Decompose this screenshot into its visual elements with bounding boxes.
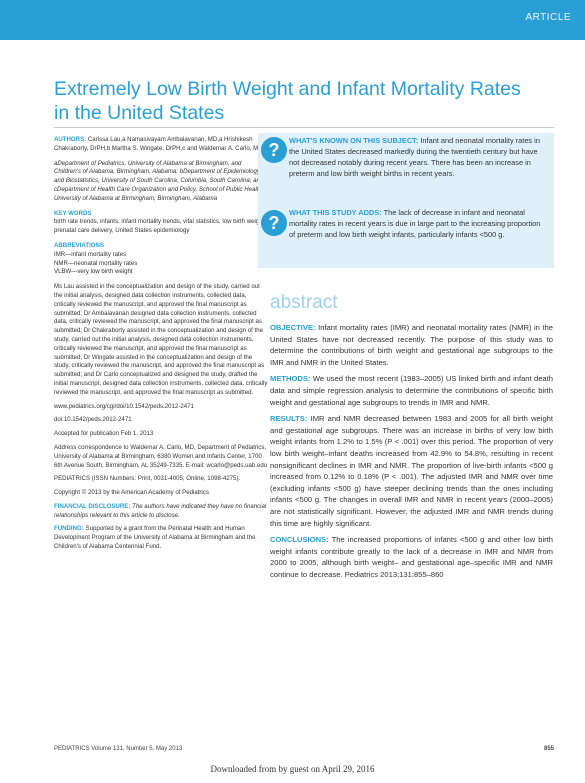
copyright: Copyright © 2013 by the American Academy… (54, 489, 209, 497)
journal-footer: PEDIATRICS Volume 131, Number 5, May 201… (54, 746, 183, 752)
results-text: IMR and NMR decreased between 1983 and 2… (270, 414, 553, 528)
whats-known-label: WHAT'S KNOWN ON THIS SUBJECT: (289, 136, 419, 145)
study-adds: WHAT THIS STUDY ADDS: The lack of decrea… (289, 207, 544, 240)
disclosure-label: FINANCIAL DISCLOSURE: (54, 502, 131, 510)
abbreviations-label: ABBREVIATIONS (54, 241, 104, 249)
abstract-heading: abstract (270, 292, 338, 313)
abbreviations-block: ABBREVIATIONS IMR—infant mortality rates… (54, 242, 269, 277)
financial-disclosure: FINANCIAL DISCLOSURE: The authors have i… (54, 503, 269, 521)
objective-text: Infant mortality rates (IMR) and neonata… (270, 323, 553, 367)
title-divider (54, 127, 554, 128)
abstract-objective: OBJECTIVE: Infant mortality rates (IMR) … (270, 322, 553, 368)
header-bar: ARTICLE (0, 0, 585, 40)
article-url[interactable]: www.pediatrics.org/cgi/doi/10.1542/peds.… (54, 402, 194, 410)
funding-text: Supported by a grant from the Perinatal … (54, 525, 256, 551)
left-column: AUTHORS: Carissa Lau,a Namasivayam Ambal… (54, 136, 269, 557)
conclusions-text: The increased proportions of infants <50… (270, 535, 553, 579)
authors-text: Carissa Lau,a Namasivayam Ambalavanan, M… (54, 136, 266, 152)
author-contributions: Ms Lau assisted in the conceptualization… (54, 283, 268, 396)
abstract-results: RESULTS: IMR and NMR decreased between 1… (270, 413, 553, 529)
authors-label: AUTHORS: (54, 136, 87, 143)
accepted-date: Accepted for publication Feb 1, 2013 (54, 430, 154, 438)
question-icon: ? (261, 210, 287, 236)
objective-label: OBJECTIVE: (270, 323, 316, 332)
question-icon: ? (261, 137, 287, 163)
abbreviation-item: IMR—infant mortality rates (54, 250, 127, 258)
abbreviation-item: NMR—neonatal mortality rates (54, 259, 138, 267)
methods-text: We used the most recent (1983–2005) US l… (270, 374, 553, 407)
affiliation-c: cDepartment of Health Care Organization … (54, 185, 264, 202)
page-number: 855 (543, 746, 554, 752)
affiliations: aDepartment of Pediatrics, University of… (54, 160, 269, 204)
results-label: RESULTS: (270, 414, 308, 424)
study-adds-label: WHAT THIS STUDY ADDS: (289, 208, 382, 217)
abbreviation-item: VLBW—very low birth weight (54, 268, 133, 276)
methods-label: METHODS: (270, 374, 311, 384)
authors-block: AUTHORS: Carissa Lau,a Namasivayam Ambal… (54, 136, 269, 154)
whats-known: WHAT'S KNOWN ON THIS SUBJECT: Infant and… (289, 135, 544, 179)
funding: FUNDING: Supported by a grant from the P… (54, 525, 269, 551)
abstract-methods: METHODS: We used the most recent (1983–2… (270, 373, 553, 408)
keywords-label: KEY WORDS (54, 209, 92, 217)
article-title: Extremely Low Birth Weight and Infant Mo… (54, 78, 521, 125)
doi: doi:10.1542/peds.2012-2471 (54, 416, 132, 424)
affiliation-a: aDepartment of Pediatrics, University of… (54, 159, 242, 176)
section-label: ARTICLE (525, 12, 571, 23)
issn: PEDIATRICS (ISSN Numbers: Print, 0031-40… (54, 475, 241, 483)
keywords-text: birth rate trends, infants, infant morta… (54, 218, 267, 235)
abstract-body: OBJECTIVE: Infant mortality rates (IMR) … (270, 322, 553, 585)
download-notice: Downloaded from by guest on April 29, 20… (210, 764, 375, 774)
disclosure-text: The authors have indicated they have no … (54, 502, 267, 519)
affiliation-b: bDepartment of Epidemiology and Biostati… (54, 168, 264, 185)
key-points-box: ? WHAT'S KNOWN ON THIS SUBJECT: Infant a… (258, 133, 554, 268)
abstract-conclusions: CONCLUSIONS: The increased proportions o… (270, 534, 553, 580)
study-adds-text: The lack of decrease in infant and neona… (289, 208, 541, 239)
whats-known-text: Infant and neonatal mortality rates in t… (289, 136, 540, 178)
keywords-block: KEY WORDS birth rate trends, infants, in… (54, 210, 269, 236)
conclusions-label: CONCLUSIONS: (270, 535, 329, 545)
correspondence: Address correspondence to Waldemar A. Ca… (54, 443, 268, 469)
funding-label: FUNDING: (54, 525, 84, 533)
